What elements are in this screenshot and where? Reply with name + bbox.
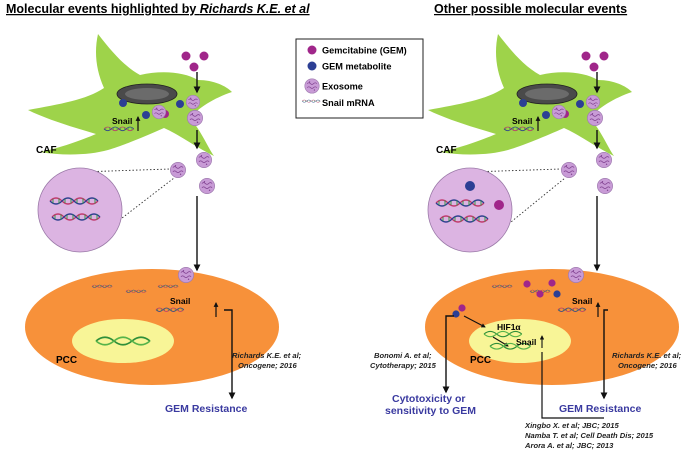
caf-nucleolus: [125, 88, 169, 100]
sensitivity-connector: [442, 315, 454, 394]
left-title-prefix: Molecular events highlighted by: [6, 2, 200, 16]
resistance-connector: [600, 309, 608, 400]
gem-icon: [181, 51, 191, 61]
pcc-snail-label: Snail: [170, 296, 190, 306]
metabolite-icon: [119, 99, 127, 107]
exosome-icon: [198, 177, 216, 195]
richards-ref-line1: Richards K.E. et al;: [612, 351, 682, 360]
exosome-icon: [596, 177, 614, 195]
gem-icon: [536, 290, 544, 298]
richards-ref-line2: Oncogene; 2016: [618, 361, 677, 370]
gem-icon: [458, 304, 466, 312]
exosome-zoom: [427, 167, 513, 253]
exosome-icon: [195, 151, 213, 169]
gem-icon: [581, 51, 591, 61]
legend-exosome: Exosome: [322, 82, 363, 92]
exosome-zoom: [37, 167, 123, 253]
metabolite-icon: [576, 100, 584, 108]
exosome-icon: [186, 109, 204, 127]
exosome-icon: [585, 94, 601, 110]
right-panel: Snail CAF Snail HIF1α: [370, 34, 682, 450]
resistance-connector: [224, 309, 236, 400]
bonomi-ref-line1: Bonomi A. et al;: [374, 351, 432, 360]
pcc-snail-label: Snail: [572, 296, 592, 306]
gem-icon: [199, 51, 209, 61]
pcc-label: PCC: [56, 355, 77, 366]
gem-resistance-label: GEM Resistance: [165, 403, 247, 415]
exosome-icon: [169, 161, 187, 179]
pcc-nucleus: [72, 319, 174, 363]
xingbo-ref: Xingbo X. et al; JBC; 2015: [524, 421, 619, 430]
cytotoxicity-label-line1: Cytotoxicity or: [392, 393, 466, 405]
richards-ref-line1: Richards K.E. et al;: [232, 351, 302, 360]
snail-resistance-connector: [541, 352, 604, 419]
metabolite-icon: [452, 310, 460, 318]
bonomi-ref-line2: Cytotherapy; 2015: [370, 361, 437, 370]
legend-box: [295, 38, 424, 119]
metabolite-to-hif-arrow: [463, 315, 486, 328]
metabolite-icon: [542, 111, 550, 119]
right-title: Other possible molecular events: [434, 2, 627, 16]
gem-icon: [523, 280, 531, 288]
metabolite-icon: [465, 181, 475, 191]
exosome-icon: [595, 151, 613, 169]
left-title: Molecular events highlighted by Richards…: [6, 2, 310, 16]
caf-snail-label: Snail: [512, 116, 532, 126]
gem-icon: [599, 51, 609, 61]
gem-icon: [189, 62, 199, 72]
legend: Gemcitabine (GEM) GEM metabolite Exosome…: [295, 38, 424, 119]
metabolite-icon: [519, 99, 527, 107]
metabolite-icon: [307, 61, 317, 71]
gem-icon: [307, 45, 317, 55]
exosome-icon: [177, 266, 195, 284]
caf-label: CAF: [436, 145, 457, 156]
caf-label: CAF: [36, 145, 57, 156]
namba-ref: Namba T. et al; Cell Death Dis; 2015: [525, 431, 654, 440]
exosome-icon: [151, 104, 167, 120]
caf-snail-label: Snail: [112, 116, 132, 126]
gem-resistance-label: GEM Resistance: [559, 403, 641, 415]
left-panel: Snail CAF Snail PCC Ric: [25, 34, 302, 415]
metabolite-icon: [142, 111, 150, 119]
hif1a-label: HIF1α: [497, 322, 521, 332]
arora-ref: Arora A. et al; JBC; 2013: [524, 441, 614, 450]
exosome-icon: [185, 94, 201, 110]
gem-icon: [548, 279, 556, 287]
richards-ref-line2: Oncogene; 2016: [238, 361, 297, 370]
left-title-author: Richards K.E. et al: [200, 2, 310, 16]
pcc-label: PCC: [470, 355, 491, 366]
pcc-nucleus: [469, 319, 571, 363]
caf-nucleolus: [525, 88, 569, 100]
exosome-icon: [304, 78, 320, 94]
legend-gem: Gemcitabine (GEM): [322, 46, 407, 56]
gem-icon: [589, 62, 599, 72]
metabolite-icon: [176, 100, 184, 108]
legend-metabolite: GEM metabolite: [322, 62, 391, 72]
exosome-icon: [560, 161, 578, 179]
zoom-line: [99, 177, 175, 236]
cytotoxicity-label-line2: sensitivity to GEM: [385, 405, 476, 417]
exosome-icon: [586, 109, 604, 127]
gem-icon: [494, 200, 504, 210]
exosome-icon: [567, 266, 585, 284]
metabolite-icon: [553, 290, 561, 298]
legend-snail-mrna: Snail mRNA: [322, 98, 375, 108]
snail-nuc-label: Snail: [516, 337, 536, 347]
exosome-icon: [551, 104, 567, 120]
